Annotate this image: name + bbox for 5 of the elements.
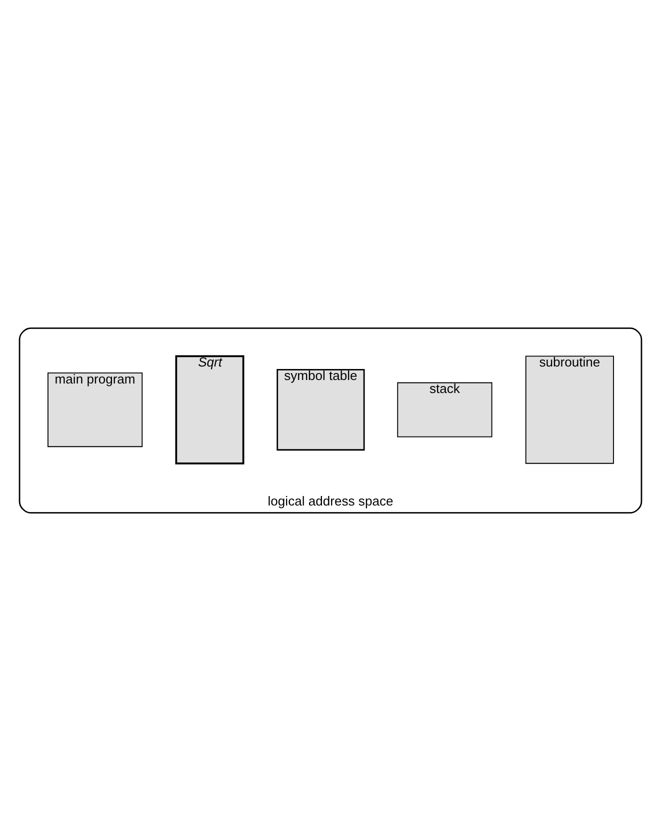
node-box: subroutine [525, 355, 614, 464]
node-box: main program [48, 372, 143, 447]
node-box: symbol table [276, 368, 365, 450]
node-box: stack [397, 382, 492, 437]
node-box: Sqrt [175, 354, 244, 464]
